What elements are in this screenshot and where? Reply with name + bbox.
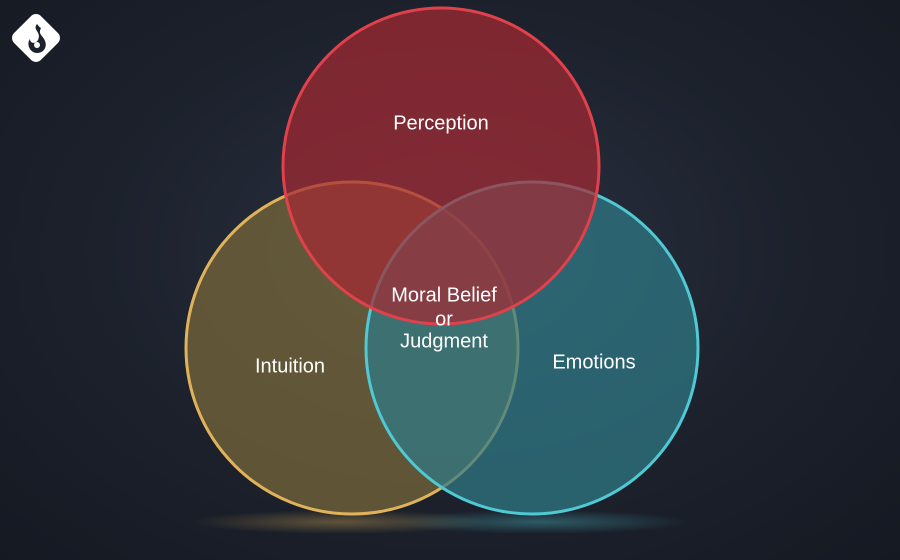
intuition-label: Intuition: [255, 355, 325, 377]
glow-emotions: [390, 510, 690, 534]
perception-label: Perception: [393, 112, 489, 134]
flame-icon: [28, 24, 46, 53]
logo-diamond-shape: [12, 14, 60, 62]
logo-icon: [12, 14, 60, 62]
emotions-label: Emotions: [552, 351, 635, 373]
venn-circles: [184, 6, 700, 516]
flame-inner-dot: [34, 42, 40, 48]
venn-circle-perception: [281, 6, 601, 326]
center-label-line-3: Judgment: [400, 330, 488, 352]
center-label-line-2: or: [435, 308, 453, 330]
center-label-line-1: Moral Belief: [391, 284, 497, 306]
